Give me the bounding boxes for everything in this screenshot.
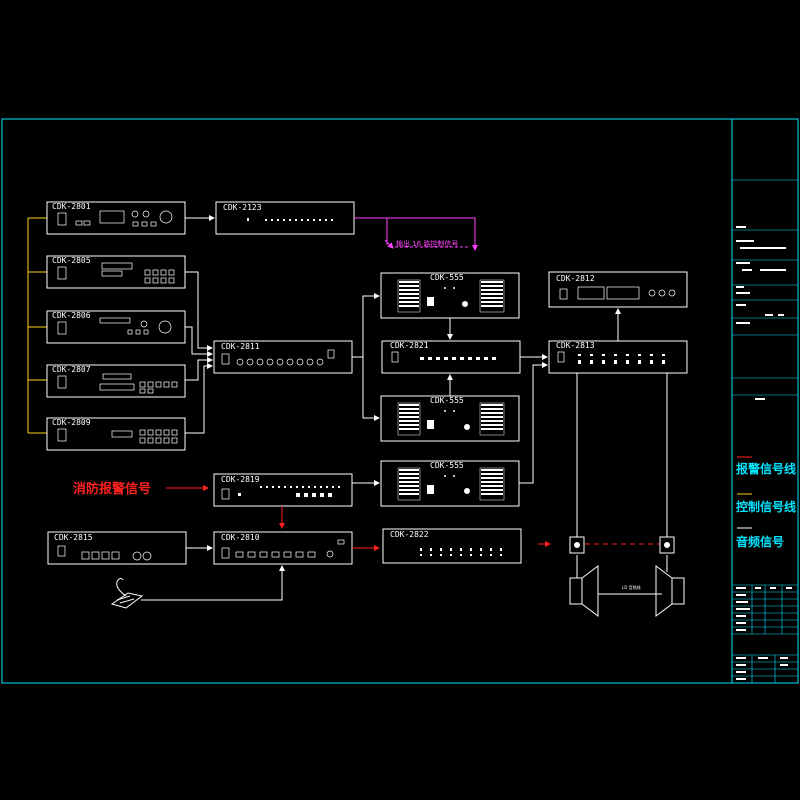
label-cdk-555-a: CDK-555 [430,273,464,282]
label-cdk-2813: CDK-2813 [556,341,595,350]
amp-grids [397,279,505,501]
label-cdk-2819: CDK-2819 [221,475,260,484]
speaker-left-icon [569,565,599,617]
label-cdk-2821: CDK-2821 [390,341,429,350]
label-cdk-2805: CDK-2805 [52,256,91,265]
legend-label-alarm: 报警信号线 [736,461,796,476]
terminal-box-left [569,536,585,554]
label-cdk-2809: CDK-2809 [52,418,91,427]
device-labels: CDK-2801 CDK-2805 CDK-2806 CDK-2807 CDK-… [52,202,595,542]
label-cdk-2806: CDK-2806 [52,311,91,320]
label-cdk-2822: CDK-2822 [390,530,429,539]
device-cdk-2807 [46,364,186,398]
title-block [732,179,798,683]
label-cdk-2810: CDK-2810 [221,533,260,542]
microphone-icon [110,577,144,609]
device-cdk-2822 [382,528,522,564]
label-cdk-555-c: CDK-555 [430,461,464,470]
drawing-frame [1,118,799,684]
alarm-wires [166,485,660,551]
legend-label-audio: 音频信号 [736,534,784,549]
legend: 报警信号线 控制信号线 音频信号 [736,456,796,549]
terminal-box-right [659,536,675,554]
zone-output-label: 输出 16 路控制信号 [396,239,458,248]
fire-alarm-signal-label: 消防报警信号 [73,481,151,497]
speaker-cable-label: LD 音频线 [622,584,641,590]
control-bus [27,217,47,434]
label-cdk-2812: CDK-2812 [556,274,595,283]
speaker-right-icon [655,565,685,617]
label-cdk-2801: CDK-2801 [52,202,91,211]
speakers [569,565,685,617]
label-cdk-2811: CDK-2811 [221,342,260,351]
device-cdk-2809 [46,417,186,451]
label-cdk-2807: CDK-2807 [52,365,91,374]
device-cdk-2819 [213,473,353,507]
legend-label-control: 控制信号线 [736,499,796,514]
label-cdk-2815: CDK-2815 [54,533,93,542]
label-cdk-2123: CDK-2123 [223,203,262,212]
amp-a-grid [397,279,505,313]
title-block-marks [736,226,792,680]
amp-b-grid [397,402,505,436]
indicator-rows [238,218,665,556]
terminal-boxes [569,536,675,554]
amp-c-grid [397,467,505,501]
panel-details [57,210,676,561]
zone-wires [354,217,478,251]
device-cdk-2812 [548,271,688,308]
label-cdk-555-b: CDK-555 [430,396,464,405]
audio-wires [141,215,668,601]
